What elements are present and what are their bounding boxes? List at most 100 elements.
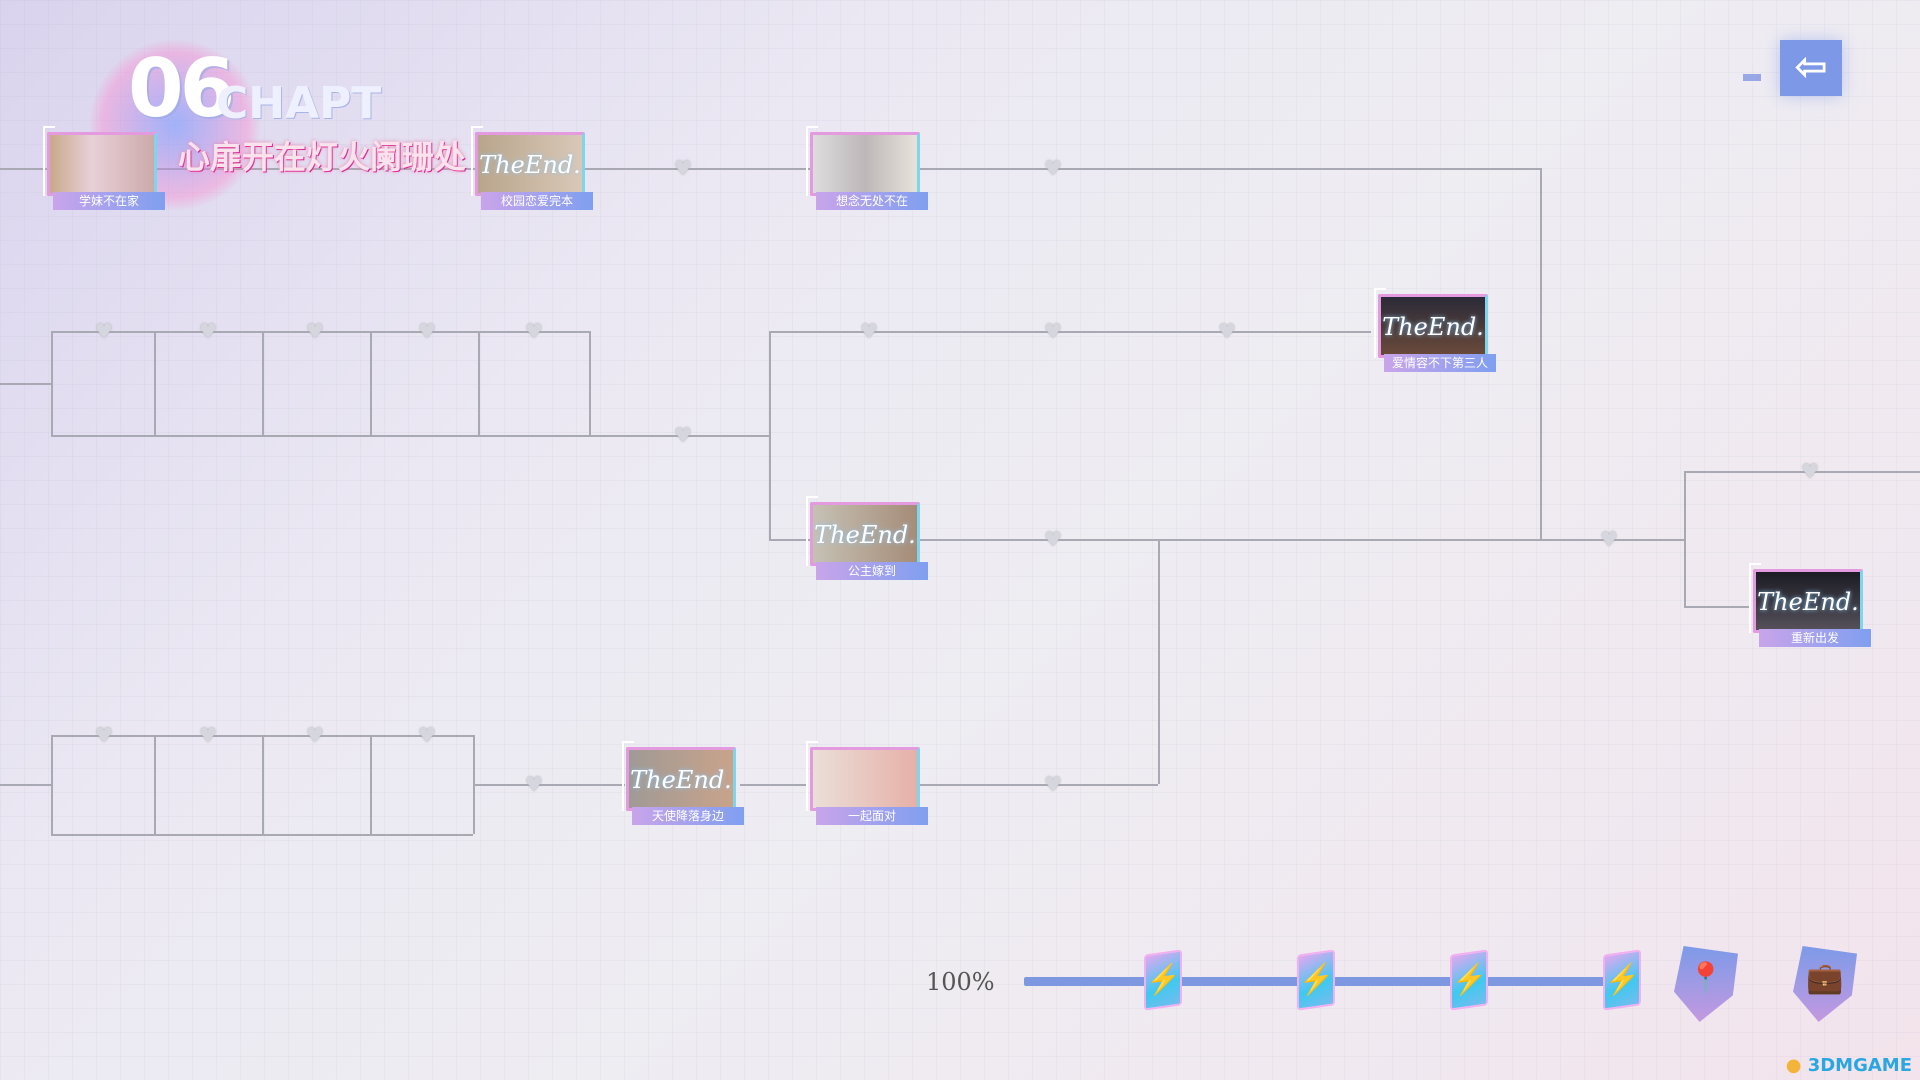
path-line bbox=[51, 331, 589, 333]
node-thumbnail-frame: TheEnd. bbox=[626, 747, 736, 811]
node-label: 重新出发 bbox=[1759, 629, 1871, 647]
heart-icon: ♥ bbox=[1044, 156, 1062, 180]
heart-icon: ♥ bbox=[1044, 527, 1062, 551]
heart-icon: ♥ bbox=[860, 319, 878, 343]
heart-icon: ♥ bbox=[199, 723, 217, 747]
story-node[interactable]: TheEnd. 重新出发 bbox=[1749, 563, 1871, 649]
heart-icon: ♥ bbox=[525, 772, 543, 796]
heart-icon: ♥ bbox=[1218, 319, 1236, 343]
path-line bbox=[51, 834, 473, 836]
chapter-word: CHAPT bbox=[216, 78, 382, 129]
path-line bbox=[154, 735, 156, 834]
heart-icon: ♥ bbox=[418, 723, 436, 747]
watermark-logo: ● 3DMGAME bbox=[1785, 1055, 1912, 1076]
node-thumbnail-frame bbox=[810, 747, 920, 811]
heart-icon: ♥ bbox=[1801, 459, 1819, 483]
story-node[interactable]: 想念无处不在 bbox=[806, 126, 928, 212]
heart-icon: ♥ bbox=[95, 319, 113, 343]
node-label: 天使降落身边 bbox=[632, 807, 744, 825]
path-line bbox=[262, 735, 264, 834]
heart-icon: ♥ bbox=[1044, 319, 1062, 343]
path-line bbox=[370, 735, 372, 834]
path-line bbox=[51, 435, 589, 437]
heart-icon: ♥ bbox=[306, 319, 324, 343]
node-thumbnail bbox=[50, 135, 154, 193]
battery-icon[interactable]: ⚡ bbox=[1144, 949, 1182, 1011]
heart-icon: ♥ bbox=[95, 723, 113, 747]
path-line bbox=[154, 331, 156, 435]
node-corner bbox=[43, 126, 55, 196]
node-label: 一起面对 bbox=[816, 807, 928, 825]
node-label: 爱情容不下第三人 bbox=[1384, 354, 1496, 372]
heart-icon: ♥ bbox=[199, 319, 217, 343]
path-line bbox=[918, 784, 1158, 786]
node-corner bbox=[1374, 288, 1386, 358]
path-line bbox=[370, 331, 372, 435]
node-thumbnail-frame: TheEnd. bbox=[1378, 294, 1488, 358]
heart-icon: ♥ bbox=[1044, 772, 1062, 796]
node-thumbnail-frame: TheEnd. bbox=[810, 502, 920, 566]
story-node[interactable]: TheEnd. 爱情容不下第三人 bbox=[1374, 288, 1496, 374]
node-corner bbox=[1749, 563, 1761, 633]
node-thumbnail bbox=[813, 750, 917, 808]
node-thumbnail-frame: TheEnd. bbox=[1753, 569, 1863, 633]
path-line bbox=[51, 331, 53, 435]
battery-icon[interactable]: ⚡ bbox=[1297, 949, 1335, 1011]
node-label: 学妹不在家 bbox=[53, 192, 165, 210]
story-node[interactable]: TheEnd. 校园恋爱完本 bbox=[471, 126, 593, 212]
battery-icon[interactable]: ⚡ bbox=[1450, 949, 1488, 1011]
path-line bbox=[0, 784, 51, 786]
node-thumbnail-frame: TheEnd. bbox=[475, 132, 585, 196]
the-end-badge: TheEnd. bbox=[814, 521, 916, 549]
node-thumbnail bbox=[1381, 297, 1485, 355]
the-end-badge: TheEnd. bbox=[1757, 588, 1859, 616]
story-node[interactable]: TheEnd. 天使降落身边 bbox=[622, 741, 744, 827]
watermark-text: 3DMGAME bbox=[1807, 1055, 1912, 1076]
path-line bbox=[262, 331, 264, 435]
node-thumbnail bbox=[1756, 572, 1860, 630]
path-line bbox=[1684, 471, 1686, 606]
story-node[interactable]: 学妹不在家 bbox=[43, 126, 165, 212]
node-thumbnail bbox=[629, 750, 733, 808]
path-line bbox=[1158, 539, 1160, 784]
back-button[interactable]: ⇦ bbox=[1780, 40, 1842, 96]
path-line bbox=[769, 331, 1371, 333]
path-line bbox=[0, 383, 51, 385]
node-thumbnail bbox=[813, 505, 917, 563]
chapter-title: 心扉开在灯火阑珊处 bbox=[178, 138, 467, 176]
node-corner bbox=[806, 496, 818, 566]
node-corner bbox=[806, 126, 818, 196]
path-line bbox=[0, 168, 1540, 170]
path-line bbox=[589, 435, 769, 437]
briefcase-icon: 💼 bbox=[1806, 961, 1844, 996]
battery-icon[interactable]: ⚡ bbox=[1603, 949, 1641, 1011]
heart-icon: ♥ bbox=[525, 319, 543, 343]
the-end-badge: TheEnd. bbox=[1382, 313, 1484, 341]
node-corner bbox=[471, 126, 483, 196]
node-thumbnail bbox=[813, 135, 917, 193]
heart-icon: ♥ bbox=[1600, 527, 1618, 551]
node-corner bbox=[622, 741, 634, 811]
back-decoration bbox=[1743, 74, 1761, 81]
path-line bbox=[769, 331, 771, 539]
node-thumbnail-frame bbox=[47, 132, 157, 196]
path-line bbox=[589, 331, 591, 435]
path-line bbox=[1684, 606, 1751, 608]
chapter-number: 06 bbox=[128, 42, 235, 135]
node-thumbnail-frame bbox=[810, 132, 920, 196]
path-line bbox=[769, 539, 1684, 541]
heart-icon: ♥ bbox=[674, 423, 692, 447]
story-node[interactable]: 一起面对 bbox=[806, 741, 928, 827]
node-label: 校园恋爱完本 bbox=[481, 192, 593, 210]
heart-icon: ♥ bbox=[306, 723, 324, 747]
node-label: 公主嫁到 bbox=[816, 562, 928, 580]
story-node[interactable]: TheEnd. 公主嫁到 bbox=[806, 496, 928, 582]
the-end-badge: TheEnd. bbox=[479, 151, 581, 179]
path-line bbox=[473, 784, 625, 786]
path-line bbox=[51, 735, 53, 834]
arrow-left-icon: ⇦ bbox=[1794, 44, 1828, 90]
path-line bbox=[1540, 168, 1542, 539]
heart-icon: ♥ bbox=[418, 319, 436, 343]
node-thumbnail bbox=[478, 135, 582, 193]
node-corner bbox=[806, 741, 818, 811]
